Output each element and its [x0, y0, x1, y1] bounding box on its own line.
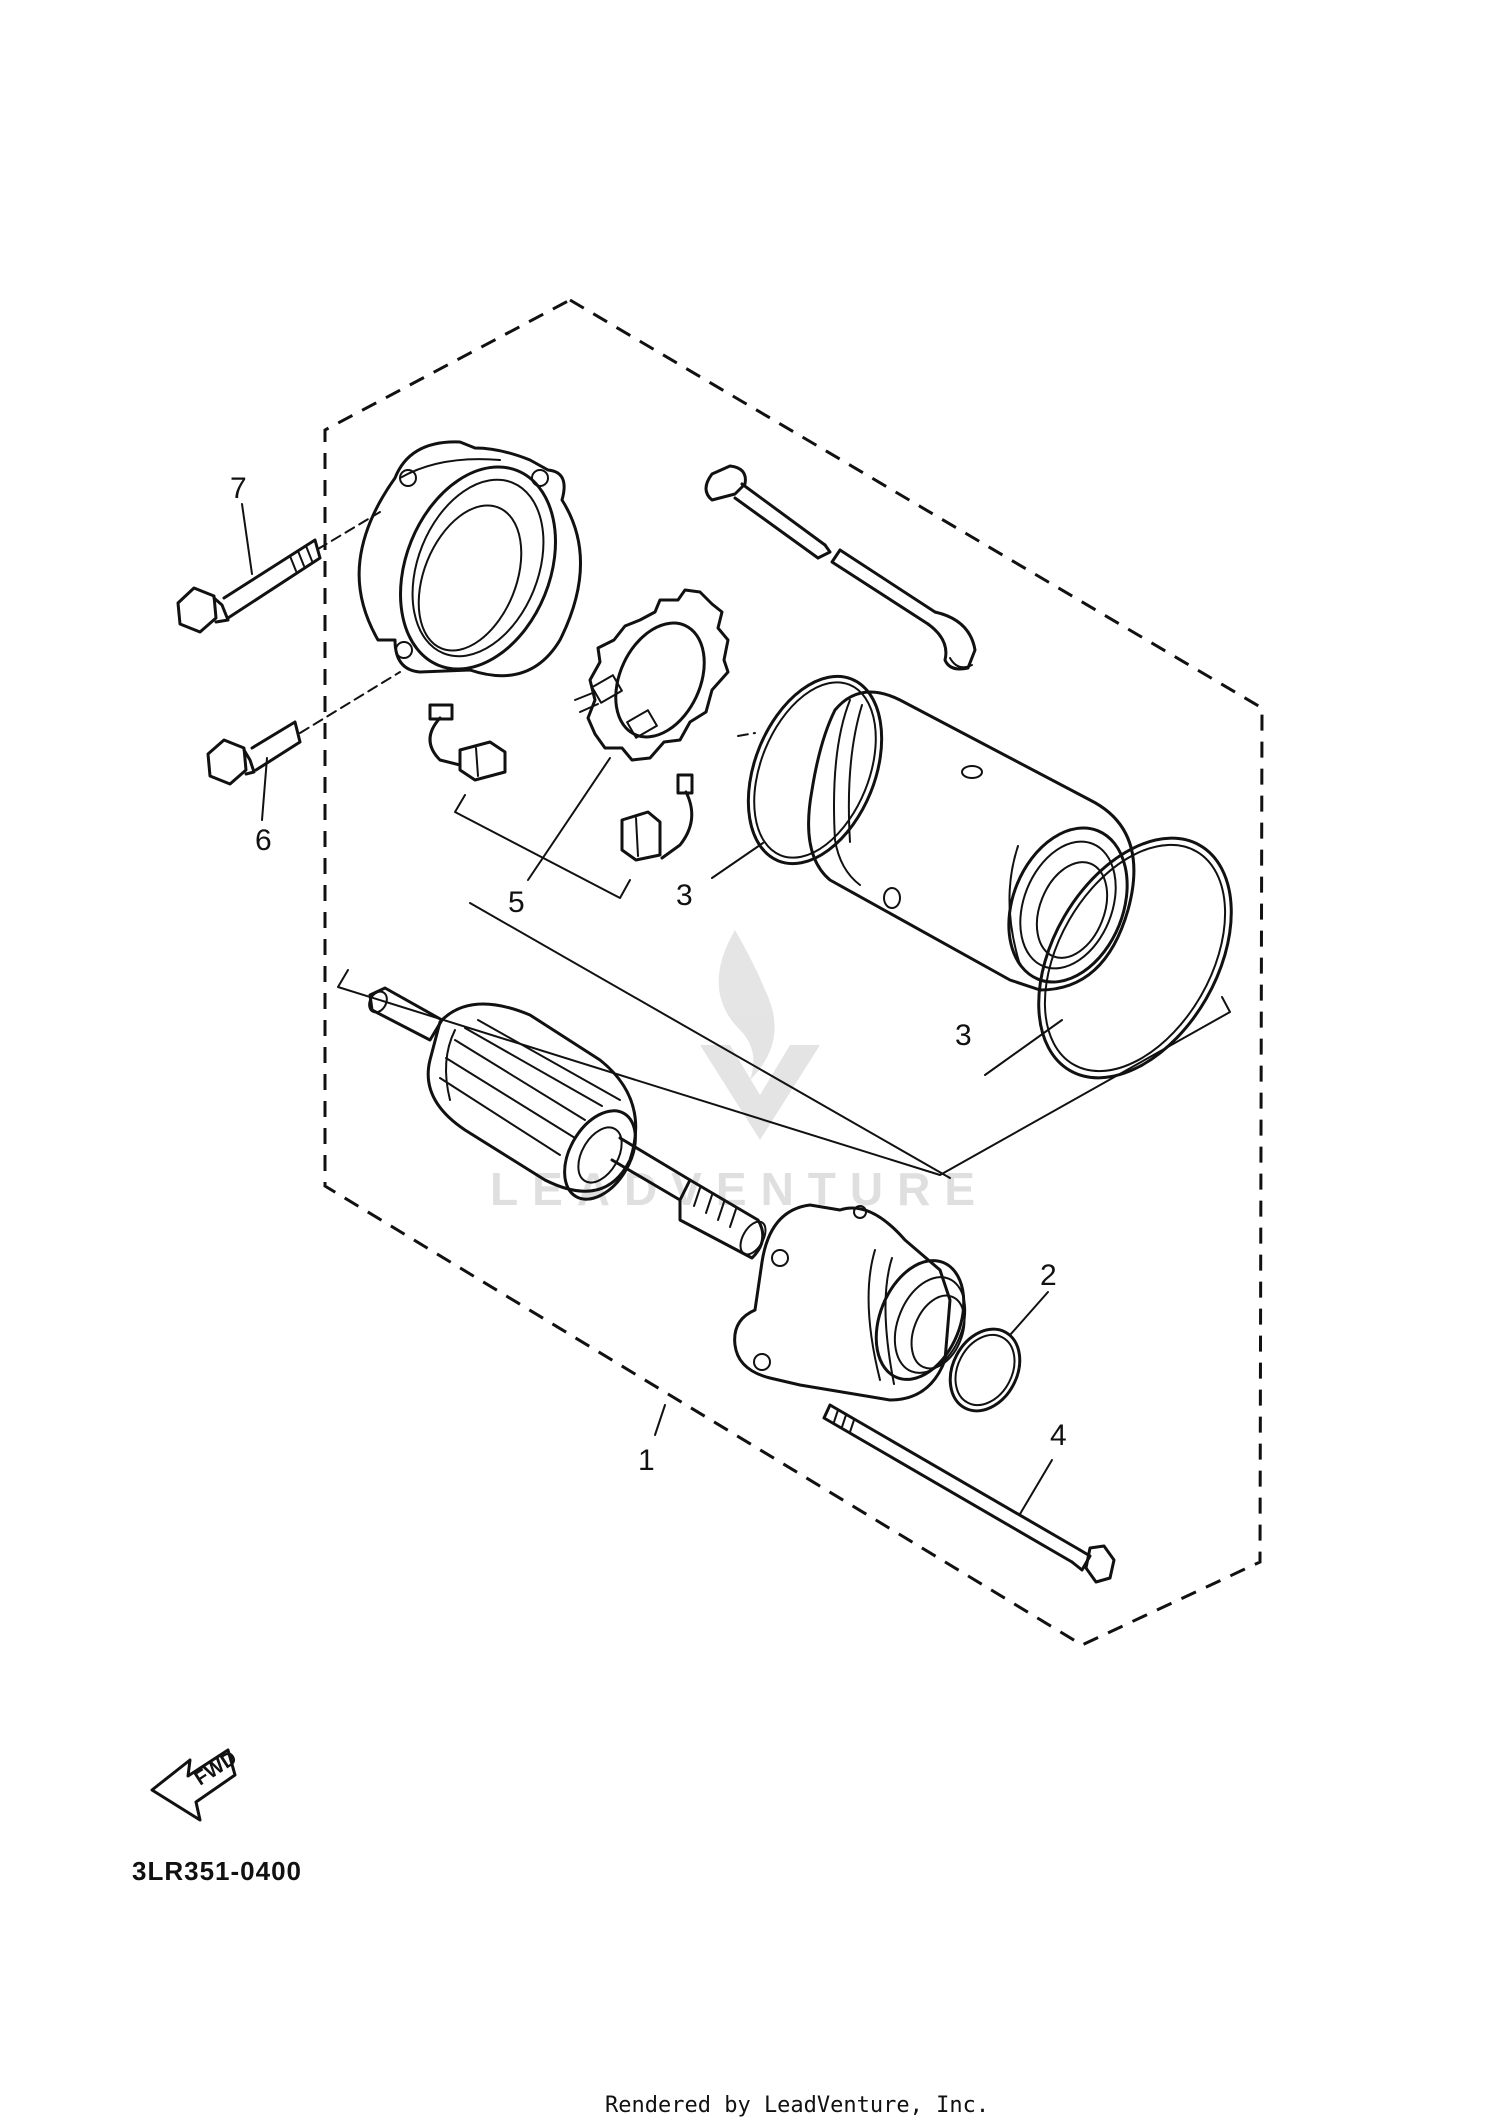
yoke	[807, 690, 1136, 992]
diagram-code: 3LR351-0400	[132, 1856, 302, 1886]
leader-3-top-to-yoke	[737, 732, 756, 737]
brush-right	[620, 773, 694, 862]
callout-5: 5	[508, 886, 525, 919]
callout-7: 7	[230, 472, 247, 505]
armature	[368, 986, 767, 1260]
callout-4: 4	[1050, 1419, 1067, 1452]
callout-3-top: 3	[676, 879, 693, 912]
bracket-armature	[337, 969, 1231, 1176]
leader-3-bottom	[984, 1019, 1063, 1076]
leader-5	[527, 757, 611, 881]
leader-7	[241, 503, 253, 575]
fwd-arrow-icon: FWD	[150, 1747, 241, 1822]
assembly-boundary	[323, 298, 1264, 1647]
part-6-bolt	[206, 720, 302, 786]
part-7-bolt	[176, 538, 322, 634]
leader-2	[1009, 1291, 1049, 1336]
leader-6-to-bracket	[299, 671, 401, 734]
brush-plate	[574, 588, 730, 762]
callout-1: 1	[638, 1444, 655, 1477]
lead-wire	[704, 464, 977, 671]
brush-left	[428, 703, 507, 782]
leader-3-top	[711, 842, 764, 879]
part-2-o-ring	[948, 1327, 1022, 1413]
part-4-through-bolt	[822, 1403, 1116, 1584]
leader-7-to-bracket	[317, 511, 381, 550]
bracket-5	[454, 794, 631, 899]
callout-3-bottom: 3	[955, 1019, 972, 1052]
leader-1	[654, 1404, 666, 1436]
fwd-label: FWD	[191, 1747, 241, 1790]
callout-6: 6	[255, 824, 272, 857]
callout-2: 2	[1040, 1259, 1057, 1292]
o-ring-3-front	[746, 674, 884, 866]
leader-4	[1019, 1459, 1053, 1515]
bracket-armature-top	[469, 902, 951, 1179]
rear-bracket	[357, 440, 582, 678]
front-bracket	[733, 1203, 967, 1402]
o-ring-3-rear	[1037, 836, 1233, 1080]
leader-6	[261, 757, 268, 821]
footer-credit: Rendered by LeadVenture, Inc.	[605, 2093, 989, 2118]
